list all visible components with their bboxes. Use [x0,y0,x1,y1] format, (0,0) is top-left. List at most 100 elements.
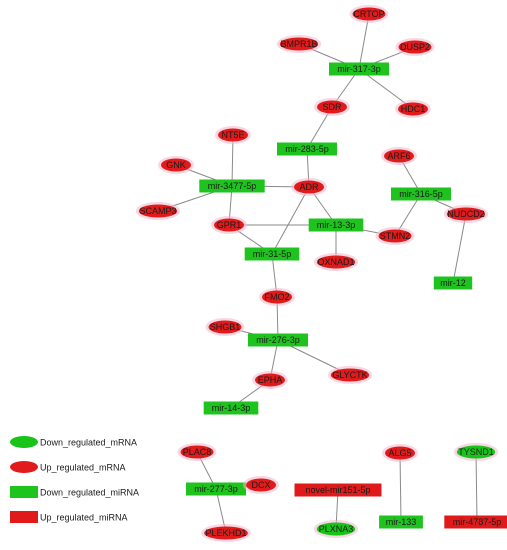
node-mir-276-3p[interactable]: mir-276-3p [248,333,308,347]
edge [452,213,467,284]
legend-label: Up_regulated_miRNA [40,513,128,523]
node-gpr1[interactable]: GPR1 [211,216,247,234]
node-plekhd1[interactable]: PLEKHD1 [201,524,251,542]
up-regulated-mrna-shape [255,373,285,387]
node-mir-31-5p[interactable]: mir-31-5p [244,247,300,261]
down-regulated-mirna-shape [203,401,259,415]
node-dusp2[interactable]: DUSP2 [395,38,435,56]
node-plac8[interactable]: PLAC8 [177,443,217,461]
up-regulated-mrna-shape [138,204,178,218]
node-mir-3477-5p[interactable]: mir-3477-5p [199,179,265,193]
legend-item-down-regulated-mrna: Down_regulated_mRNA [10,436,137,448]
up-regulated-mrna-shape [352,7,386,21]
node-label: ARF6 [387,151,410,161]
down-regulated-mirna-shape [248,333,308,347]
up-regulated-mrna-shape [385,446,415,460]
up-regulated-mrna-shape [180,445,214,459]
down-regulated-mirna-shape [329,62,389,76]
node-label: OXNAD1 [317,257,354,267]
node-label: mir-276-3p [256,335,300,345]
up-regulated-mrna-shape [208,320,242,334]
node-fmo2[interactable]: FMO2 [259,288,295,306]
up-regulated-mrna-shape [398,40,432,54]
up-regulated-mrna-shape [317,100,347,114]
node-mir-283-5p[interactable]: mir-283-5p [277,142,337,156]
node-label: DCX [251,480,270,490]
legend-label: Down_regulated_miRNA [40,488,139,498]
node-epha[interactable]: EPHA [252,371,288,389]
up-regulated-mrna-shape [214,218,244,232]
legend-swatch [10,436,38,448]
node-label: HDC1 [401,104,426,114]
node-mir-133[interactable]: mir-133 [379,515,423,529]
legend-swatch [10,486,38,498]
node-adr[interactable]: ADR [291,178,327,196]
node-dcx[interactable]: DCX [243,476,279,494]
node-mir-316-5p[interactable]: mir-316-5p [391,187,451,201]
legend-label: Up_regulated_mRNA [40,463,126,473]
edge [271,186,310,255]
node-bmpr1b[interactable]: BMPR1B [276,35,322,53]
node-label: GLYCTK [332,370,367,380]
node-label: STMN2 [380,231,411,241]
node-shgb1[interactable]: SHGB1 [205,318,245,336]
up-regulated-mirna-shape [294,483,382,497]
node-alg5[interactable]: ALG5 [382,444,418,462]
node-stmn2[interactable]: STMN2 [375,227,415,245]
node-label: mir-4787-5p [453,517,502,527]
down-regulated-mirna-shape [308,218,364,232]
legend-swatch [10,511,38,523]
node-label: mir-13-3p [317,220,356,230]
node-label: mir-283-5p [285,144,329,154]
node-label: PLEKHD1 [205,528,246,538]
node-label: SCAMP3 [139,206,176,216]
down-regulated-mirna-shape [391,187,451,201]
node-mir-277-3p[interactable]: mir-277-3p [186,482,246,496]
node-novel-mir151-5p[interactable]: novel-mir151-5p [294,483,382,497]
node-scamp3[interactable]: SCAMP3 [135,202,181,220]
node-tysnd1[interactable]: TYSND1 [453,443,499,461]
node-label: mir-316-5p [399,189,443,199]
edge [358,13,370,70]
node-gnk[interactable]: GNK [158,156,194,174]
node-label: BMPR1B [280,39,317,49]
legend-item-up-regulated-mirna: Up_regulated_miRNA [10,511,128,523]
down-regulated-mirna-shape [244,247,300,261]
node-label: NT5E [221,130,244,140]
node-arf6[interactable]: ARF6 [381,147,417,165]
node-label: SHGB1 [210,322,241,332]
node-label: FMO2 [264,292,289,302]
node-mir-317-3p[interactable]: mir-317-3p [329,62,389,76]
node-mir-4787-5p[interactable]: mir-4787-5p [444,515,507,529]
node-nt5e[interactable]: NT5E [215,126,251,144]
node-label: ADR [299,182,319,192]
down-regulated-mirna-shape [433,276,473,290]
node-crtop[interactable]: CRTOP [349,5,389,23]
node-mir-13-3p[interactable]: mir-13-3p [308,218,364,232]
node-mir-12[interactable]: mir-12 [433,276,473,290]
up-regulated-mirna-shape [444,515,507,529]
up-regulated-mrna-shape [279,37,319,51]
node-label: mir-3477-5p [208,181,257,191]
node-label: GPR1 [217,220,242,230]
node-plxna3[interactable]: PLXNA3 [313,520,359,538]
node-label: mir-133 [386,517,417,527]
node-label: mir-317-3p [337,64,381,74]
node-oxnad1[interactable]: OXNAD1 [313,253,359,271]
node-glyctk[interactable]: GLYCTK [327,366,373,384]
node-mir-14-3p[interactable]: mir-14-3p [203,401,259,415]
down-regulated-mirna-shape [186,482,246,496]
up-regulated-mrna-shape [246,478,276,492]
up-regulated-mrna-shape [398,102,428,116]
node-label: CRTOP [353,9,384,19]
node-hdc1[interactable]: HDC1 [395,100,431,118]
up-regulated-mrna-shape [204,526,248,540]
node-label: SDR [322,102,342,112]
node-label: PLXNA3 [319,524,354,534]
edge [399,452,402,523]
node-nudcd2[interactable]: NUDCD2 [443,205,489,223]
up-regulated-mrna-shape [262,290,292,304]
node-sdr[interactable]: SDR [314,98,350,116]
